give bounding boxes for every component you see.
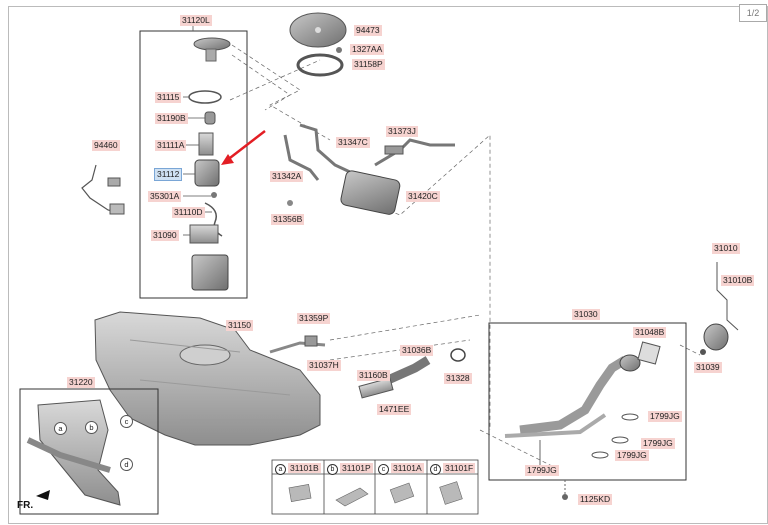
filler-hose-31036B bbox=[386, 356, 431, 385]
part-label-31347C[interactable]: 31347C bbox=[336, 137, 370, 148]
legend-letter: a bbox=[275, 464, 286, 475]
part-label-31220[interactable]: 31220 bbox=[67, 377, 95, 388]
callout-d: d bbox=[120, 458, 133, 471]
pump-bracket bbox=[198, 132, 214, 156]
legend-part: 31101A bbox=[391, 463, 424, 473]
part-label-31356B[interactable]: 31356B bbox=[271, 214, 305, 225]
fuel-door-bracket bbox=[716, 262, 739, 331]
vent-line-31373J bbox=[374, 138, 455, 167]
filler-assembly-box bbox=[488, 322, 687, 481]
o-ring bbox=[188, 90, 222, 104]
part-label-1471EE[interactable]: 1471EE bbox=[377, 404, 412, 415]
screw-31039 bbox=[700, 349, 706, 355]
legend-letter: b bbox=[327, 464, 338, 475]
fuel-pump bbox=[194, 159, 220, 187]
bolt-1125KD bbox=[562, 494, 568, 500]
part-label-1799JG-d[interactable]: 1799JG bbox=[525, 465, 559, 476]
fuel-line-31342A bbox=[283, 134, 320, 181]
part-label-94460[interactable]: 94460 bbox=[92, 140, 120, 151]
legend-letter: d bbox=[430, 464, 441, 475]
sensor-bolt bbox=[211, 192, 217, 198]
fuel-line-31347C bbox=[299, 123, 351, 174]
part-label-31342A[interactable]: 31342A bbox=[270, 171, 304, 182]
fuel-tank bbox=[94, 311, 321, 446]
part-label-31190B[interactable]: 31190B bbox=[155, 113, 188, 124]
clip bbox=[287, 200, 293, 206]
part-label-94473[interactable]: 94473 bbox=[354, 25, 382, 36]
fuel-door bbox=[703, 323, 729, 351]
part-label-31039[interactable]: 31039 bbox=[694, 362, 722, 373]
part-label-31158P[interactable]: 31158P bbox=[352, 59, 385, 70]
part-label-31160B[interactable]: 31160B bbox=[357, 370, 390, 381]
part-label-31048B[interactable]: 31048B bbox=[633, 327, 667, 338]
front-arrow bbox=[36, 490, 50, 500]
part-label-31010[interactable]: 31010 bbox=[712, 243, 740, 254]
part-label-31373J[interactable]: 31373J bbox=[386, 126, 418, 137]
part-label-1799JG-c[interactable]: 1799JG bbox=[615, 450, 649, 461]
part-label-31150[interactable]: 31150 bbox=[226, 320, 254, 331]
fuel-sender bbox=[81, 164, 117, 213]
part-label-1125KD[interactable]: 1125KD bbox=[578, 494, 613, 505]
part-label-1327AA[interactable]: 1327AA bbox=[350, 44, 385, 55]
pump-assembly-box bbox=[139, 30, 248, 299]
page-indicator[interactable]: 1/2 bbox=[739, 4, 767, 22]
bolt bbox=[336, 47, 342, 53]
part-label-31110D[interactable]: 31110D bbox=[172, 207, 205, 218]
gasket-ring bbox=[296, 53, 344, 77]
protector-box bbox=[19, 388, 159, 515]
canister bbox=[340, 170, 401, 215]
part-label-31359P[interactable]: 31359P bbox=[297, 313, 331, 324]
part-label-31112-selected[interactable]: 31112 bbox=[154, 168, 183, 181]
filter bbox=[204, 111, 216, 125]
callout-b: b bbox=[85, 421, 98, 434]
legend-swatches bbox=[288, 481, 463, 507]
part-label-31115[interactable]: 31115 bbox=[155, 92, 182, 103]
filler-pipe-31160B bbox=[358, 377, 394, 399]
part-label-31037H[interactable]: 31037H bbox=[307, 360, 341, 371]
part-label-31120L[interactable]: 31120L bbox=[180, 15, 212, 26]
pump-reservoir bbox=[191, 254, 229, 291]
part-label-31030[interactable]: 31030 bbox=[572, 309, 600, 320]
part-label-31328[interactable]: 31328 bbox=[444, 373, 472, 384]
legend-table bbox=[271, 459, 479, 515]
part-label-31111A[interactable]: 31111A bbox=[155, 140, 187, 151]
legend-part: 31101F bbox=[443, 463, 476, 473]
filler-neck bbox=[519, 356, 628, 435]
front-marker: FR. bbox=[17, 500, 34, 511]
pump-flange bbox=[193, 37, 231, 51]
part-label-31010B[interactable]: 31010B bbox=[721, 275, 755, 286]
legend-part: 31101P bbox=[340, 463, 373, 473]
clamp-31328 bbox=[450, 348, 466, 362]
legend-letter: c bbox=[378, 464, 389, 475]
part-label-31090[interactable]: 31090 bbox=[151, 230, 179, 241]
legend-part: 31101B bbox=[288, 463, 321, 473]
part-label-1799JG-a[interactable]: 1799JG bbox=[648, 411, 682, 422]
filler-bracket bbox=[637, 341, 661, 365]
callout-c: c bbox=[120, 415, 133, 428]
part-label-35301A[interactable]: 35301A bbox=[148, 191, 182, 202]
part-label-31036B[interactable]: 31036B bbox=[400, 345, 434, 356]
selected-arrow bbox=[225, 130, 266, 162]
pump-holder bbox=[189, 224, 219, 244]
callout-a: a bbox=[54, 422, 67, 435]
part-label-31420C[interactable]: 31420C bbox=[406, 191, 440, 202]
part-label-1799JG-b[interactable]: 1799JG bbox=[641, 438, 675, 449]
